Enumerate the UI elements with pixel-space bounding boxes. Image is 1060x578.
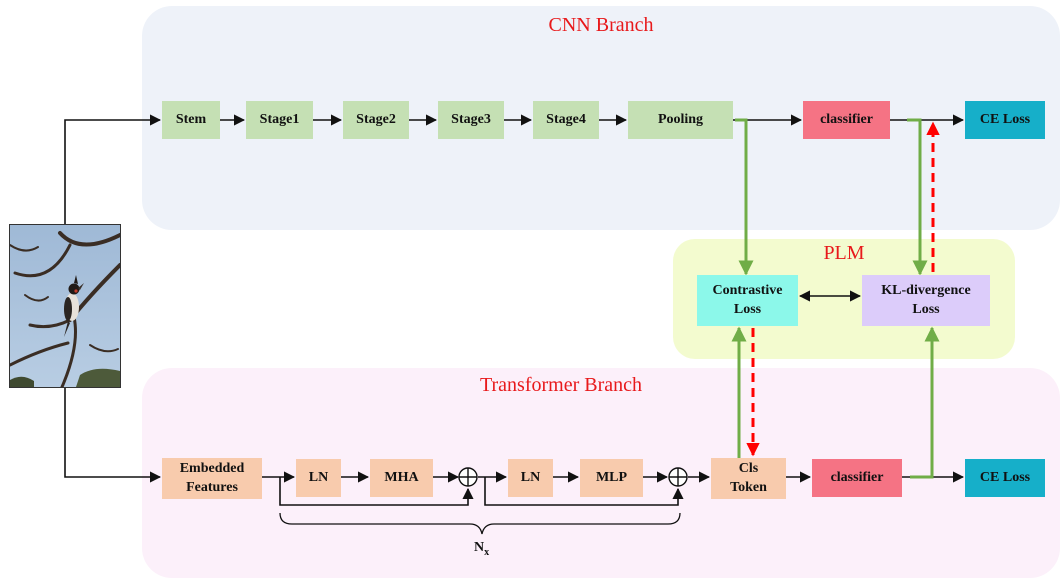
- classifier-to-kl-arrow: [907, 118, 928, 276]
- stem-block: Stem: [162, 101, 220, 139]
- add-circle-icon: [668, 467, 688, 487]
- stage2-block: Stage2: [343, 101, 409, 139]
- repeat-symbol: N: [474, 540, 485, 555]
- bird-photo-icon: [9, 224, 121, 388]
- transformer-ce-loss-block: CE Loss: [965, 459, 1045, 497]
- stage1-block: Stage1: [246, 101, 313, 139]
- ln2-block: LN: [508, 459, 553, 497]
- transformer-classifier-to-kl-arrow: [910, 326, 940, 479]
- cls-token-block: Cls Token: [711, 458, 786, 499]
- repeat-subscript: x: [484, 546, 490, 558]
- repeat-count-label: Nx: [474, 540, 489, 558]
- kl-divergence-line1: KL-divergence: [881, 282, 971, 298]
- stage3-block: Stage3: [438, 101, 504, 139]
- cnn-classifier-block: classifier: [803, 101, 890, 139]
- pooling-block: Pooling: [628, 101, 733, 139]
- embedded-features-line1: Embedded: [179, 460, 245, 476]
- plm-title: PLM: [823, 242, 865, 264]
- mlp-block: MLP: [580, 459, 643, 497]
- transformer-classifier-block: classifier: [812, 459, 902, 497]
- contrastive-loss-block: Contrastive Loss: [697, 275, 798, 326]
- cls-token-line1: Cls: [738, 460, 759, 476]
- image-to-embedding-arrow: [64, 388, 162, 483]
- cnn-branch-title: CNN Branch: [548, 14, 654, 36]
- image-to-stem-arrow: [64, 114, 162, 224]
- contrastive-loss-line1: Contrastive: [712, 282, 783, 298]
- cls-token-line2: Token: [730, 479, 767, 495]
- stage4-block: Stage4: [533, 101, 599, 139]
- transformer-branch-title: Transformer Branch: [479, 374, 642, 396]
- kl-divergence-line2: Loss: [912, 301, 940, 317]
- embedded-features-line2: Features: [186, 479, 238, 495]
- kl-divergence-loss-block: KL-divergence Loss: [862, 275, 990, 326]
- cnn-ce-loss-block: CE Loss: [965, 101, 1045, 139]
- add-circle-icon: [458, 467, 478, 487]
- mha-block: MHA: [370, 459, 433, 497]
- contrastive-loss-line2: Loss: [733, 301, 762, 317]
- pooling-to-contrastive-arrow: [735, 118, 754, 276]
- ln1-block: LN: [296, 459, 341, 497]
- embedded-features-block: Embedded Features: [162, 458, 262, 499]
